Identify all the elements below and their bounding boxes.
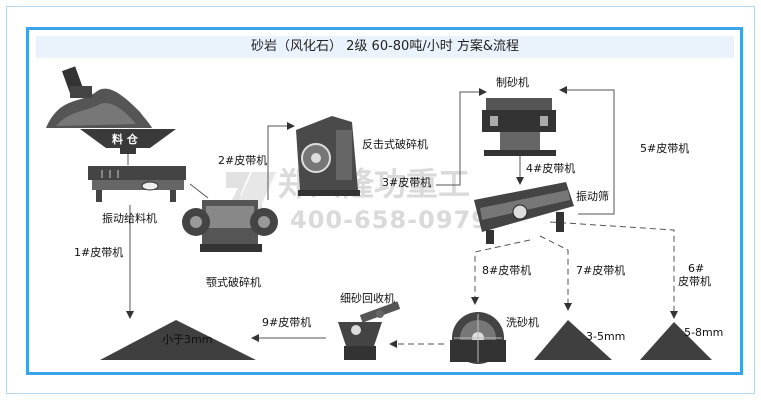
diagram-title: 砂岩（风化石） 2级 60-80吨/小时 方案&流程	[251, 39, 519, 54]
product-coarse-label: 5-8mm	[684, 326, 724, 339]
flow-belt-6	[549, 221, 678, 319]
belt-4-label: 4#皮带机	[526, 162, 576, 175]
vibrating-feeder-icon	[88, 166, 186, 202]
vibrating-feeder-label: 振动给料机	[102, 212, 157, 225]
belt-7-label: 7#皮带机	[576, 264, 626, 277]
fine-sand-recycler-icon	[338, 301, 401, 360]
vibrating-screen-label: 振动筛	[576, 190, 609, 203]
flow-belt-3	[436, 88, 487, 186]
belt-5-label: 5#皮带机	[640, 142, 690, 155]
product-mid-label: 3-5mm	[586, 330, 626, 343]
flow-belt-5	[559, 86, 615, 215]
hopper-label: 料 仓	[112, 133, 138, 146]
belt-2-label: 2#皮带机	[218, 154, 268, 167]
belt-6-label-line2: 皮带机	[678, 275, 711, 288]
jaw-crusher-label: 颚式破碎机	[206, 276, 261, 289]
diagram-frame	[26, 27, 743, 375]
watermark-phone: 400-658-0979	[290, 206, 489, 234]
raw-stone-pile-icon	[46, 66, 152, 128]
flow-feeder-jaw	[189, 183, 209, 199]
belt-3-label: 3#皮带机	[382, 176, 432, 189]
pile-coarse-icon	[640, 322, 712, 360]
sand-maker-icon	[482, 98, 556, 156]
impact-crusher-label: 反击式破碎机	[362, 138, 428, 151]
impact-crusher-icon	[296, 116, 360, 196]
vibrating-screen-icon	[474, 182, 574, 244]
sand-washer-label: 洗砂机	[506, 316, 539, 329]
sand-maker-label: 制砂机	[496, 76, 529, 89]
pile-mid-icon	[534, 320, 612, 360]
product-fine-label: 小于3mm	[162, 333, 213, 346]
flow-belt-2	[267, 122, 295, 200]
pile-fine-icon	[100, 320, 256, 360]
belt-1-label: 1#皮带机	[74, 246, 124, 259]
flow-belt-8	[471, 239, 531, 305]
belt-9-label: 9#皮带机	[262, 316, 312, 329]
title-bar	[36, 36, 734, 58]
fine-sand-recycler-label: 细砂回收机	[340, 292, 395, 305]
sand-washer-icon	[450, 312, 506, 364]
belt-6-label-line1: 6#	[688, 262, 705, 275]
belt-8-label: 8#皮带机	[482, 264, 532, 277]
flow-belt-7	[539, 235, 572, 311]
hopper-icon	[80, 129, 176, 154]
outer-border	[6, 6, 755, 394]
jaw-crusher-icon	[182, 200, 278, 252]
